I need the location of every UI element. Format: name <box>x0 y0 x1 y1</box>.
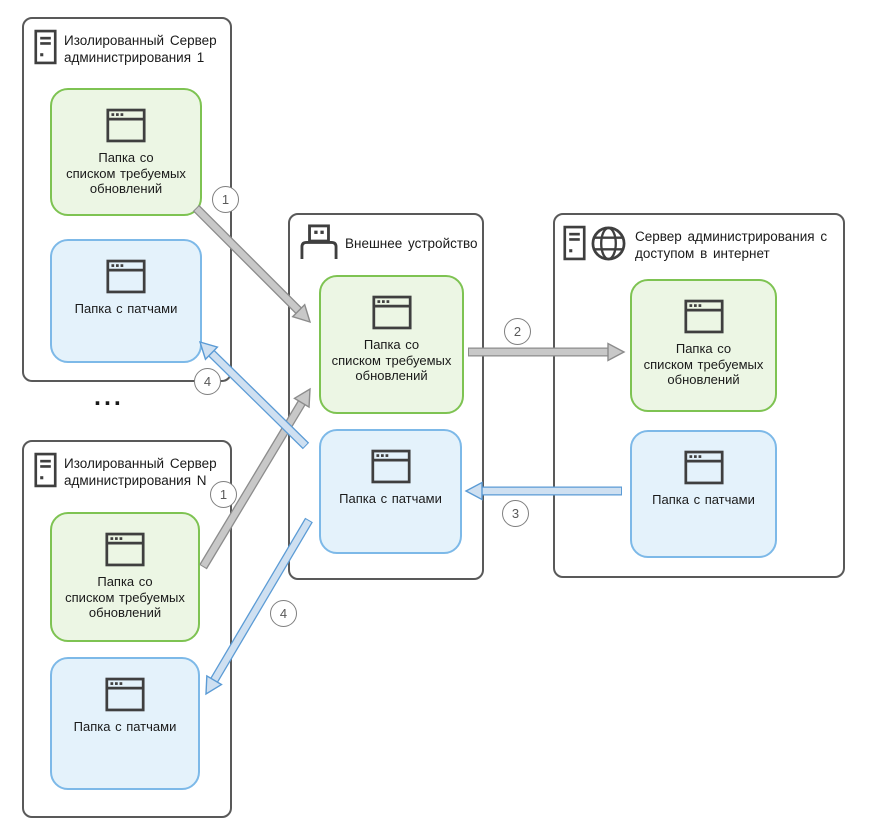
step-badge-1: 1 <box>212 186 239 213</box>
internet-server-title: Сервер администрирования с доступом в ин… <box>635 229 828 261</box>
more-servers-ellipsis: ... <box>94 383 124 411</box>
server-icon <box>34 29 57 65</box>
serverN-patches-folder: Папка с патчами <box>50 657 200 790</box>
window-icon <box>105 677 145 712</box>
external-patches-folder: Папка с патчами <box>319 429 462 554</box>
window-icon <box>371 295 412 330</box>
isolated-server-1-group: Изолированный Сервер администрирования 1… <box>22 17 232 382</box>
serverN-updates-folder: Папка со списком требуемых обновлений <box>50 512 200 642</box>
external-device-title: Внешнее устройство <box>345 236 478 251</box>
folder-label: Папка со списком требуемых обновлений <box>66 150 186 196</box>
isolated-server-1-title: Изолированный Сервер администрирования 1 <box>64 33 217 65</box>
folder-label: Папка с патчами <box>73 719 177 734</box>
window-icon <box>105 532 145 567</box>
folder-label: Папка со списком требуемых обновлений <box>643 341 764 387</box>
step-badge-2: 2 <box>504 318 531 345</box>
window-icon <box>370 449 411 484</box>
internet-patches-folder: Папка с патчами <box>630 430 777 558</box>
window-icon <box>683 299 724 334</box>
step-badge-4: 4 <box>194 368 221 395</box>
internet-server-header: Сервер администрирования с доступом в ин… <box>563 224 827 262</box>
server-icon <box>34 452 57 488</box>
isolated-server-1-header: Изолированный Сервер администрирования 1 <box>34 28 217 66</box>
step-badge-4: 4 <box>270 600 297 627</box>
isolated-server-n-group: Изолированный Сервер администрирования N… <box>22 440 232 818</box>
server1-patches-folder: Папка с патчами <box>50 239 202 363</box>
window-icon <box>106 108 146 143</box>
folder-label: Папка с патчами <box>339 491 442 506</box>
globe-icon <box>591 226 626 261</box>
folder-label: Папка со списком требуемых обновлений <box>331 337 452 383</box>
external-device-group: Внешнее устройство Папка со списком треб… <box>288 213 484 580</box>
server1-updates-folder: Папка со списком требуемых обновлений <box>50 88 202 216</box>
internet-server-group: Сервер администрирования с доступом в ин… <box>553 213 845 578</box>
server-icon <box>563 225 586 261</box>
step-badge-1: 1 <box>210 481 237 508</box>
internet-updates-folder: Папка со списком требуемых обновлений <box>630 279 777 412</box>
window-icon <box>683 450 724 485</box>
step-badge-3: 3 <box>502 500 529 527</box>
folder-label: Папка со списком требуемых обновлений <box>65 574 185 620</box>
isolated-server-n-header: Изолированный Сервер администрирования N <box>34 451 217 489</box>
folder-label: Папка с патчами <box>74 301 178 316</box>
external-device-header: Внешнее устройство <box>298 224 478 260</box>
folder-label: Папка с патчами <box>652 492 755 507</box>
window-icon <box>106 259 146 294</box>
isolated-server-n-title: Изолированный Сервер администрирования N <box>64 456 217 488</box>
usb-device-icon <box>300 224 338 260</box>
external-updates-folder: Папка со списком требуемых обновлений <box>319 275 464 414</box>
